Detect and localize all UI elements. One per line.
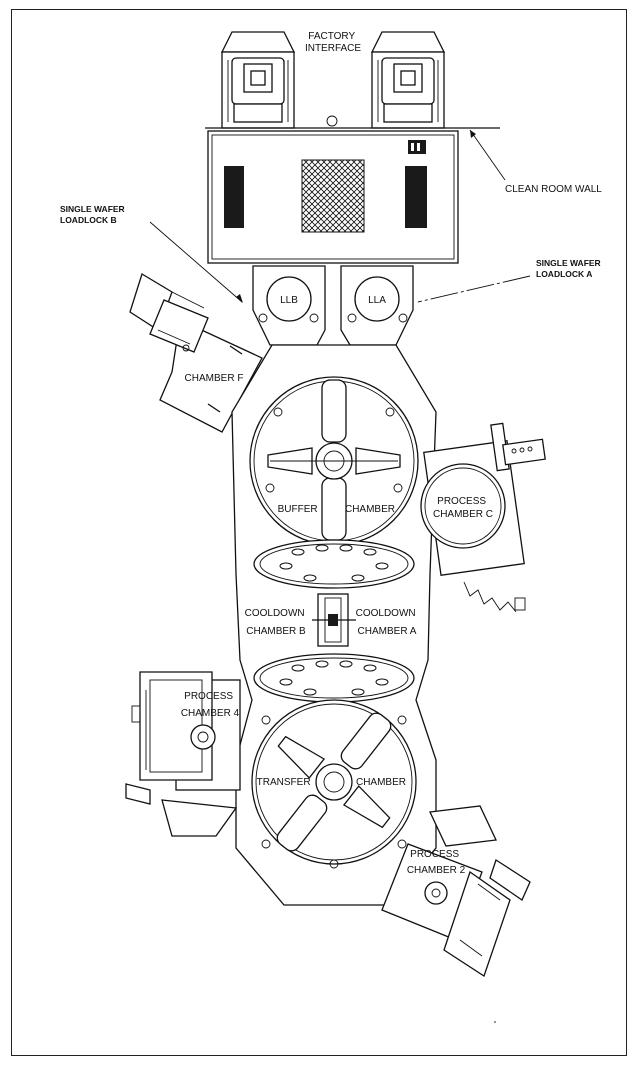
loadlock-b-label: SINGLE WAFER LOADLOCK B	[60, 204, 127, 225]
transfer-chamber: TRANSFER CHAMBER	[251, 699, 417, 869]
process-chamber-c-label: PROCESS CHAMBER C	[433, 496, 493, 520]
factory-interface-body	[205, 115, 500, 264]
loadlock-b: LLB	[252, 265, 326, 346]
figure-frame	[11, 9, 627, 1056]
loadlock-a: LLA	[340, 265, 414, 346]
process-chamber-2: PROCESS CHAMBER 2	[381, 805, 531, 977]
clean-room-wall-callout: CLEAN ROOM WALL	[469, 129, 602, 195]
buffer-chamber: BUFFER CHAMBER	[249, 376, 419, 546]
cooldown-chamber-b-label: COOLDOWN CHAMBER B	[245, 608, 308, 637]
factory-interface-label: FACTORY INTERFACE	[305, 31, 361, 54]
llb-label: LLB	[280, 295, 298, 306]
cooldown-chambers: COOLDOWN CHAMBER B COOLDOWN CHAMBER A	[245, 539, 419, 703]
loadlock-a-leader	[417, 275, 531, 303]
lla-label: LLA	[368, 295, 386, 306]
transfer-chamber-label: TRANSFER CHAMBER	[257, 777, 406, 788]
process-chamber-c: PROCESS CHAMBER C	[420, 422, 546, 613]
clean-room-wall-label: CLEAN ROOM WALL	[505, 184, 602, 195]
process-chamber-4: PROCESS CHAMBER 4	[125, 671, 241, 837]
process-chamber-2-label: PROCESS CHAMBER 2	[407, 849, 466, 876]
chamber-f-label: CHAMBER F	[185, 373, 244, 384]
process-chamber-4-label: PROCESS CHAMBER 4	[181, 691, 240, 719]
buffer-chamber-label: BUFFER CHAMBER	[278, 504, 395, 515]
factory-interface-robot-right	[370, 31, 446, 129]
factory-interface-robot-left	[220, 31, 296, 129]
cooldown-chamber-a-label: COOLDOWN CHAMBER A	[356, 608, 419, 637]
loadlock-a-label: SINGLE WAFER LOADLOCK A	[536, 258, 603, 279]
loadlock-b-leader	[149, 221, 243, 303]
